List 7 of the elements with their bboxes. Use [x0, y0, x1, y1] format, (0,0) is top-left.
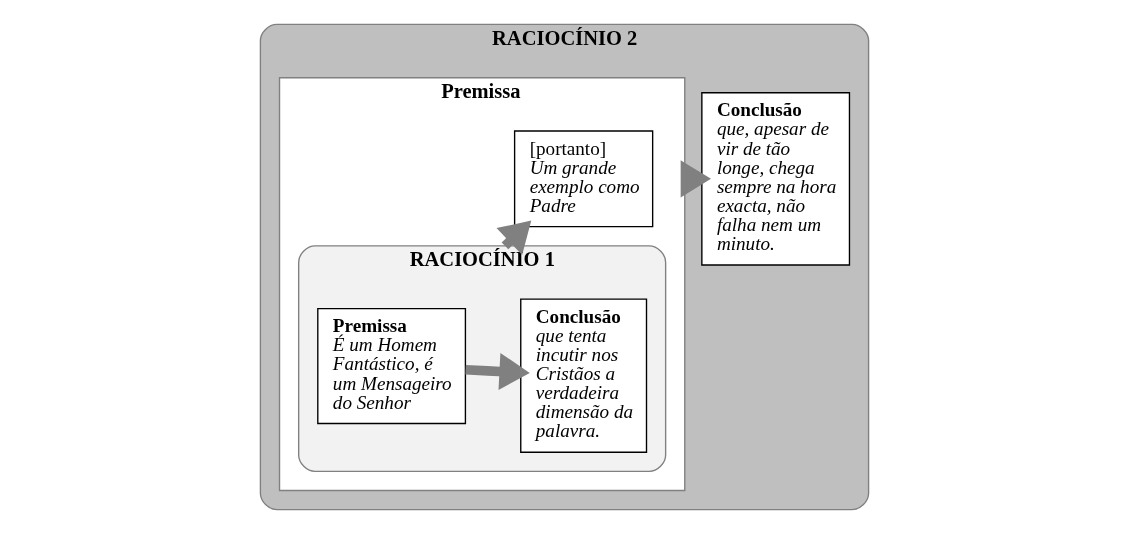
node-box: Conclusão que tenta incutir nos Cristãos a verdadeira dimensão da palavra.: [520, 298, 648, 453]
arrow: [680, 160, 711, 198]
arrow: [496, 220, 532, 255]
node-box: Premissa É um Homem Fantástico, é um Mensageiro do Senhor: [317, 308, 467, 425]
node-box: Conclusão que, apesar de vir de tão longe, chega sempre na hora exacta, não falha nem um minuto.: [701, 92, 851, 266]
node-box: [portanto] Um grande exemplo como Padre: [513, 130, 654, 228]
arrow: [465, 352, 530, 391]
